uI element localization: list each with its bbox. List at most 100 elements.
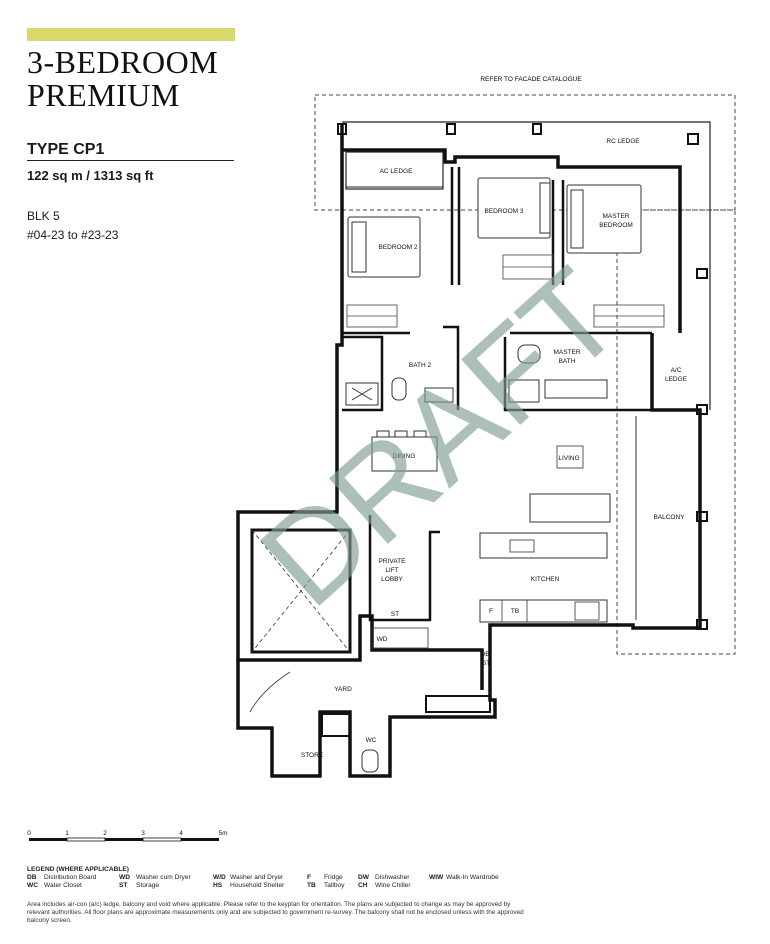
door-swing xyxy=(249,671,291,713)
furniture-beds xyxy=(347,177,642,278)
bed-master xyxy=(566,184,642,254)
legend-heading: LEGEND (WHERE APPLICABLE) xyxy=(27,866,129,873)
ac-ledge-top xyxy=(345,151,444,190)
vanity-master xyxy=(544,379,608,399)
type-divider xyxy=(27,160,234,161)
title-line-1: 3-BEDROOM xyxy=(27,44,219,80)
label-master-bedroom-1: MASTER xyxy=(602,213,629,220)
yard-shower xyxy=(321,713,351,737)
label-bedroom3: BEDROOM 3 xyxy=(484,208,523,215)
toilet-wc xyxy=(361,749,379,773)
label-private-lift-1: PRIVATE xyxy=(379,558,407,565)
label-private-lift-3: LOBBY xyxy=(381,576,403,583)
wardrobes xyxy=(346,254,665,328)
page-title: 3-BEDROOM PREMIUM xyxy=(27,46,218,112)
washer-area xyxy=(371,627,429,649)
label-bedroom2: BEDROOM 2 xyxy=(378,244,417,251)
disclaimer-text: Area includes air-con (a/c) ledge, balco… xyxy=(27,901,524,924)
label-tallboy: TB xyxy=(511,608,519,615)
label-ac-ledge: AC LEDGE xyxy=(380,168,414,175)
shower-master xyxy=(508,379,540,403)
basin-bath2 xyxy=(424,387,454,403)
label-master-bath-2: BATH xyxy=(559,358,576,365)
label-fridge: F xyxy=(489,608,493,615)
label-wd: WD xyxy=(377,636,388,643)
label-living: LIVING xyxy=(558,455,579,462)
scale-tick-2: 2 xyxy=(103,830,107,837)
label-db-1: DB/ xyxy=(481,651,492,658)
exterior-walls xyxy=(236,124,702,778)
rc-ledge-line xyxy=(342,121,711,410)
facade-note: REFER TO FACADE CATALOGUE xyxy=(480,76,582,83)
scale-tick-0: 0 xyxy=(27,830,31,837)
draft-watermark: DRAFT xyxy=(235,242,648,634)
column xyxy=(696,511,708,522)
title-line-2: PREMIUM xyxy=(27,77,180,113)
toilet-bath2 xyxy=(391,377,407,401)
label-yard: YARD xyxy=(334,686,352,693)
hob xyxy=(574,601,600,621)
household-shelter-vent xyxy=(425,695,491,713)
wall xyxy=(503,337,652,412)
dining-table xyxy=(371,430,438,472)
column xyxy=(696,268,708,279)
label-rc-ledge: RC LEDGE xyxy=(606,138,640,145)
bath-fixtures xyxy=(345,344,608,406)
sink xyxy=(509,539,535,553)
sofa xyxy=(529,493,611,523)
scale-tick-4: 4 xyxy=(179,830,183,837)
column xyxy=(696,619,708,630)
unit-type: TYPE CP1 xyxy=(27,141,105,158)
kitchen-counter xyxy=(479,599,608,623)
label-storage-lobby: ST xyxy=(391,611,399,618)
label-kitchen: KITCHEN xyxy=(531,576,560,583)
scale-tick-3: 3 xyxy=(141,830,145,837)
wall xyxy=(236,124,484,690)
block-number: BLK 5 xyxy=(27,209,60,223)
label-master-bedroom-2: BEDROOM xyxy=(599,222,633,229)
column xyxy=(446,123,456,135)
room-labels: RC LEDGE AC LEDGE BEDROOM 3 MASTER BEDRO… xyxy=(301,138,688,759)
lift-shaft xyxy=(250,528,352,654)
scale-tick-5: 5m xyxy=(218,830,227,837)
title-accent-bar xyxy=(27,28,235,41)
wall xyxy=(236,333,702,778)
wall xyxy=(342,148,682,333)
label-balcony: BALCONY xyxy=(653,514,685,521)
unit-area: 122 sq m / 1313 sq ft xyxy=(27,168,154,183)
label-store: STORE xyxy=(301,752,324,759)
label-bath2: BATH 2 xyxy=(409,362,432,369)
label-private-lift-2: LIFT xyxy=(385,567,398,574)
wall xyxy=(443,325,460,410)
scale-tick-1: 1 xyxy=(65,830,69,837)
balcony-dashed-outline xyxy=(616,209,736,655)
column xyxy=(532,123,542,135)
label-dining: DINING xyxy=(393,453,416,460)
label-db-2: ST xyxy=(482,660,490,667)
kitchen-island xyxy=(479,532,608,559)
ledge-columns xyxy=(337,123,708,630)
shower-bath2 xyxy=(345,382,379,406)
tv-console xyxy=(556,445,584,469)
label-master-bath-1: MASTER xyxy=(553,349,580,356)
unit-range: #04-23 to #23-23 xyxy=(27,228,119,242)
